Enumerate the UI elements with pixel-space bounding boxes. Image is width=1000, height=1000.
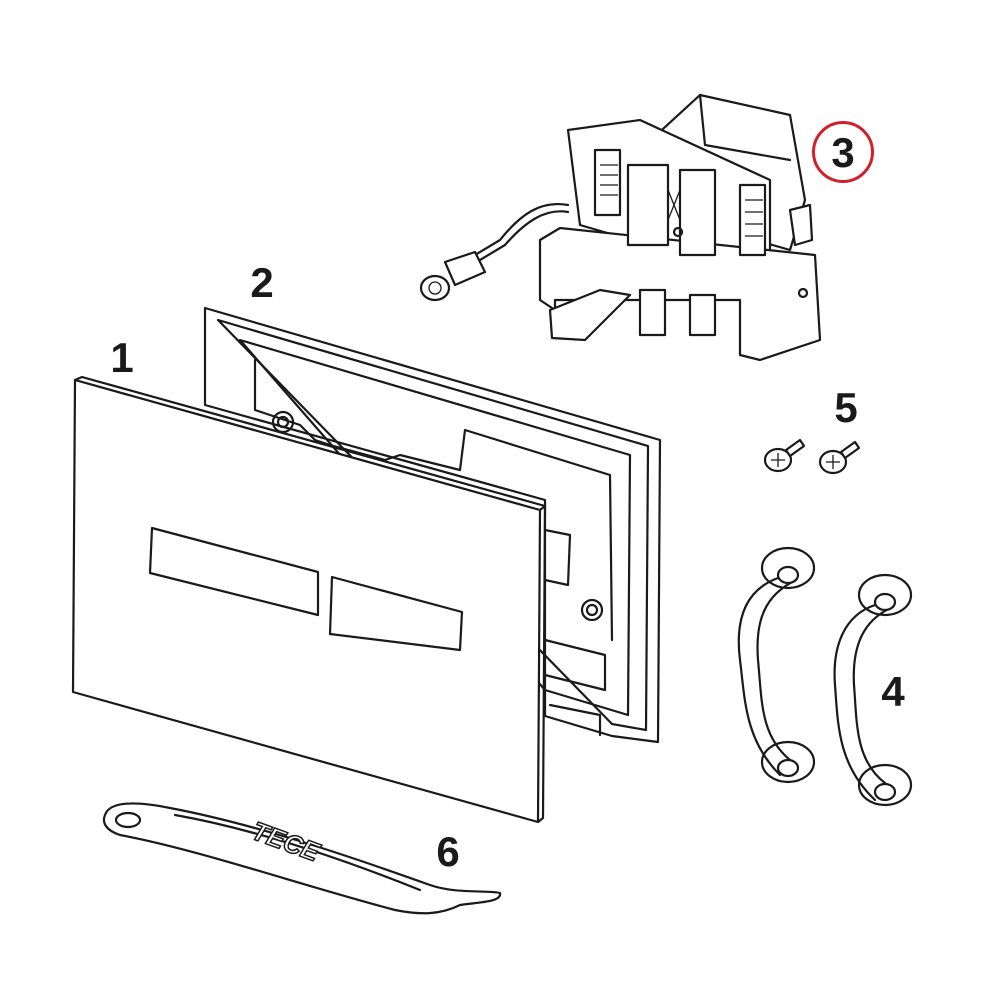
- label-part-6: 6: [436, 828, 460, 875]
- label-part-1: 1: [110, 334, 134, 381]
- label-part-3: 3: [831, 129, 855, 176]
- key: TECE: [102, 802, 502, 915]
- label-part-2: 2: [250, 259, 274, 306]
- label-part-4: 4: [881, 668, 905, 715]
- actuator-plate: [71, 375, 547, 824]
- flush-button-right: [328, 575, 464, 652]
- label-part-5: 5: [834, 384, 858, 431]
- flush-button-left: [148, 526, 320, 617]
- screws: [763, 438, 861, 475]
- actuating-rods: [737, 546, 913, 807]
- highlight-circle: [812, 121, 874, 183]
- flush-mechanism: [419, 93, 822, 362]
- mounting-frame: [203, 306, 662, 744]
